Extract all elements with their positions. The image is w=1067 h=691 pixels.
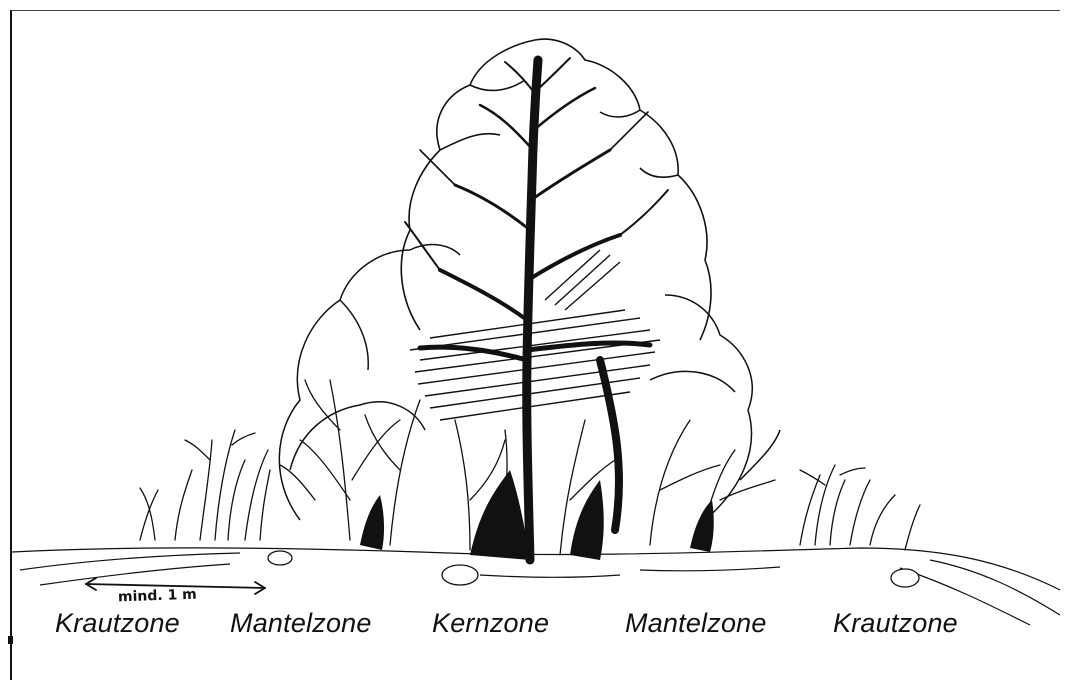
central-tree-branches [405,58,668,560]
zone-label-krautzone-left: Krautzone [55,608,180,639]
zone-label-mantelzone-left: Mantelzone [230,608,372,639]
scale-label: mind. 1 m [118,587,197,606]
zone-label-krautzone-right: Krautzone [833,608,958,639]
central-tree-crown [401,39,711,340]
zone-label-mantelzone-right: Mantelzone [625,608,767,639]
zone-label-kernzone: Kernzone [432,608,549,639]
